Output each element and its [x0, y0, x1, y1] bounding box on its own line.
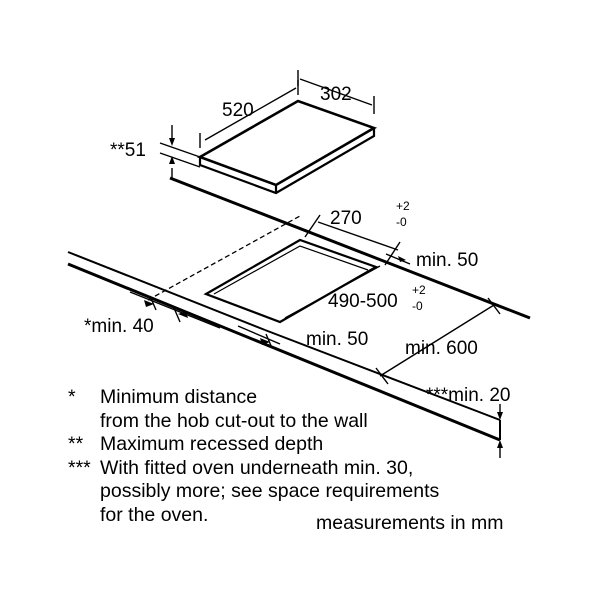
- footnote-line: With fitted oven underneath min. 30,: [100, 456, 414, 479]
- units-note: measurements in mm: [316, 512, 504, 534]
- recessed-depth-arrow-top: [169, 138, 175, 146]
- footnote-line: for the oven.: [100, 503, 209, 526]
- dim-hob-width: [297, 70, 375, 114]
- cutout-outline: [203, 238, 379, 324]
- min-wall-arrow-left: [144, 300, 154, 307]
- dim-min-front: [237, 325, 281, 349]
- min-worktop-thickness-label: ***min. 20: [426, 385, 511, 406]
- footnote-line: Minimum distance: [100, 386, 258, 408]
- cutout-depth-base: 270: [330, 208, 362, 229]
- cutout-depth-tol-minus: -0: [396, 215, 407, 229]
- footnote-mark: *: [68, 386, 76, 408]
- dim-min-back: [385, 253, 411, 265]
- footnote-line: possibly more; see space requirements: [100, 480, 440, 502]
- cutout-width-tol-minus: -0: [412, 299, 423, 313]
- footnote-mark: **: [68, 433, 84, 455]
- footnotes: * Minimum distance from the hob cut-out …: [68, 386, 588, 527]
- cutout-width-base: 490-500: [328, 291, 398, 312]
- dim-min-wall: [129, 291, 221, 329]
- dim-cutout-width: [284, 265, 381, 319]
- min-back-arrow: [398, 256, 406, 262]
- cutout-inner-edge: [213, 245, 369, 295]
- hob-drawing: [196, 99, 378, 195]
- min-wall-arrow-right: [178, 311, 188, 318]
- min-wall-label: *min. 40: [84, 316, 154, 337]
- dim-recessed-depth: [159, 125, 201, 178]
- dim-min-worktop-depth: [375, 297, 501, 385]
- worktop-left-edge-bottom: [67, 262, 501, 442]
- min-worktop-depth-label: min. 600: [405, 338, 478, 359]
- min-front-label: min. 50: [306, 329, 368, 350]
- hob-depth-label: 520: [222, 100, 254, 121]
- worktop-thickness-arrow-bottom: [497, 440, 503, 448]
- wall-dashed-line: [147, 215, 301, 301]
- dim-cutout-depth: [304, 214, 401, 266]
- recessed-depth-label: **51: [110, 140, 146, 161]
- worktop-left-edge-top: [67, 251, 266, 331]
- recessed-depth-arrow-bottom: [169, 156, 175, 164]
- footnote-line: Maximum recessed depth: [100, 433, 324, 455]
- min-front-arrow: [260, 338, 270, 345]
- cutout-width-label: 490-500: [328, 291, 398, 312]
- footnote-oven: *** With fitted oven underneath min. 30,…: [68, 457, 588, 528]
- footnote-wall-distance: * Minimum distance from the hob cut-out …: [68, 386, 588, 433]
- cutout-depth-label: 270: [330, 208, 362, 229]
- worktop-thickness-arrow-top: [497, 412, 503, 420]
- footnote-recessed-depth: ** Maximum recessed depth: [68, 433, 588, 457]
- cutout-width-tol-plus: +2: [412, 283, 426, 297]
- footnote-line: from the hob cut-out to the wall: [100, 409, 368, 432]
- worktop-back-edge: [169, 176, 531, 320]
- cutout-depth-tol-plus: +2: [396, 199, 410, 213]
- hob-width-label: 302: [320, 84, 352, 105]
- min-back-label: min. 50: [416, 250, 478, 271]
- footnote-mark: ***: [68, 456, 91, 479]
- hob-cutout: [203, 238, 379, 324]
